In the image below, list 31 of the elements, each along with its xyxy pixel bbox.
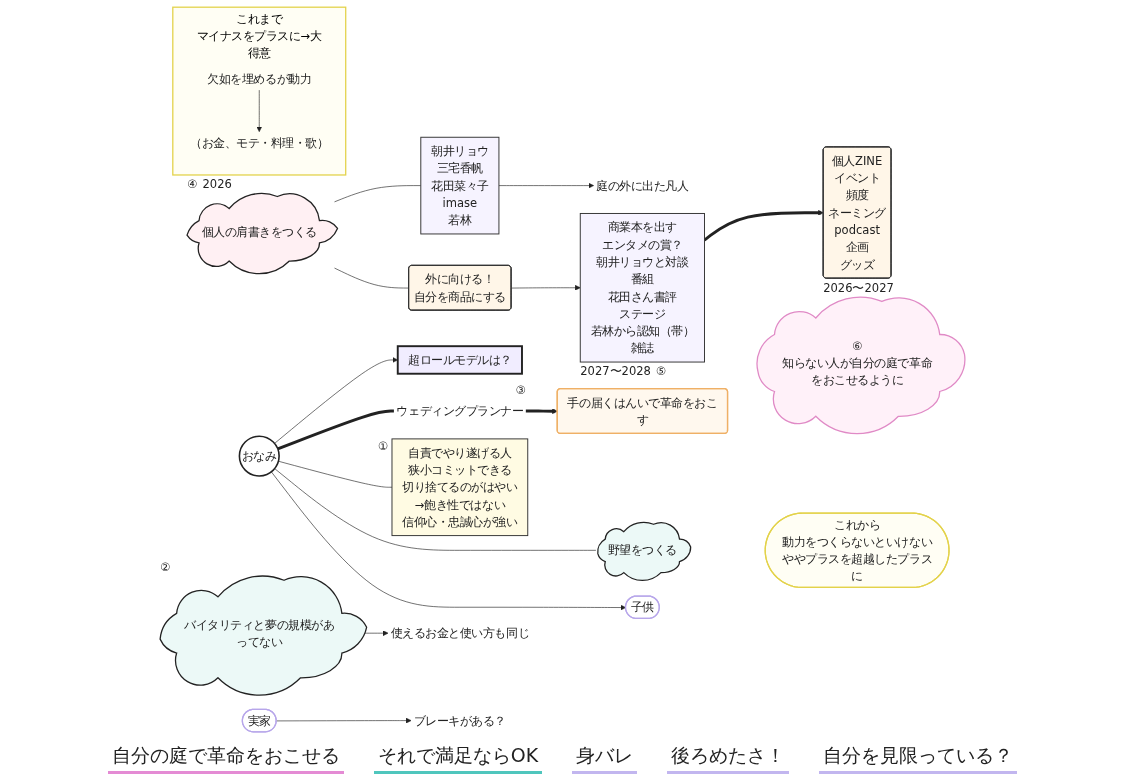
side-label: ① xyxy=(377,438,389,453)
note-text: それで満足ならOK xyxy=(373,743,543,774)
side-label: ④ xyxy=(187,176,198,191)
note-text: 後ろめたさ！ xyxy=(667,743,790,774)
note-text: 自分を見限っている？ xyxy=(819,743,1018,774)
node-text: ブレーキがある？ xyxy=(413,713,506,728)
node-box: 自責でやり遂げる人 狭小コミットできる 切り捨てるのがはやい →飽き性ではない 信仰心・忠誠心が強い xyxy=(391,438,529,537)
note-text: 自分の庭で革命をおこせる xyxy=(107,743,344,774)
side-label: 2026〜2027 xyxy=(823,280,894,295)
connector xyxy=(334,267,410,289)
connector xyxy=(274,468,597,551)
side-label: ⑤ xyxy=(655,364,666,379)
node-text: ウェディングプランナー xyxy=(396,404,524,418)
node-box: 朝井リョウ 三宅香帆 花田菜々子 imase 若林 xyxy=(420,136,500,235)
side-label: ③ xyxy=(515,383,526,398)
arrow xyxy=(525,408,558,415)
node-text: 欠如を埋めるが動力 xyxy=(207,72,312,86)
connector xyxy=(278,460,393,488)
side-label: 2027〜2028 xyxy=(580,364,651,379)
connector xyxy=(277,409,394,451)
node-box: 超ロールモデルは？ xyxy=(396,345,523,375)
node-text: 使えるお金と使い方も同じ xyxy=(390,626,530,640)
node-text: 庭の外に出た凡人 xyxy=(596,178,689,193)
connector xyxy=(334,185,422,203)
note-text: 身バレ xyxy=(572,743,638,774)
node-circle: おなみ xyxy=(238,435,280,477)
node-text: （お金、モテ・料理・歌） xyxy=(190,136,329,150)
side-label: 2026 xyxy=(202,176,232,191)
node-box: 商業本を出す エンタメの賞？ 朝井リョウと対談 番組 花田さん書評 ステージ 若林から認知（帯） 雑誌 xyxy=(579,213,705,363)
arrow xyxy=(703,210,824,242)
side-label: ② xyxy=(160,559,171,574)
